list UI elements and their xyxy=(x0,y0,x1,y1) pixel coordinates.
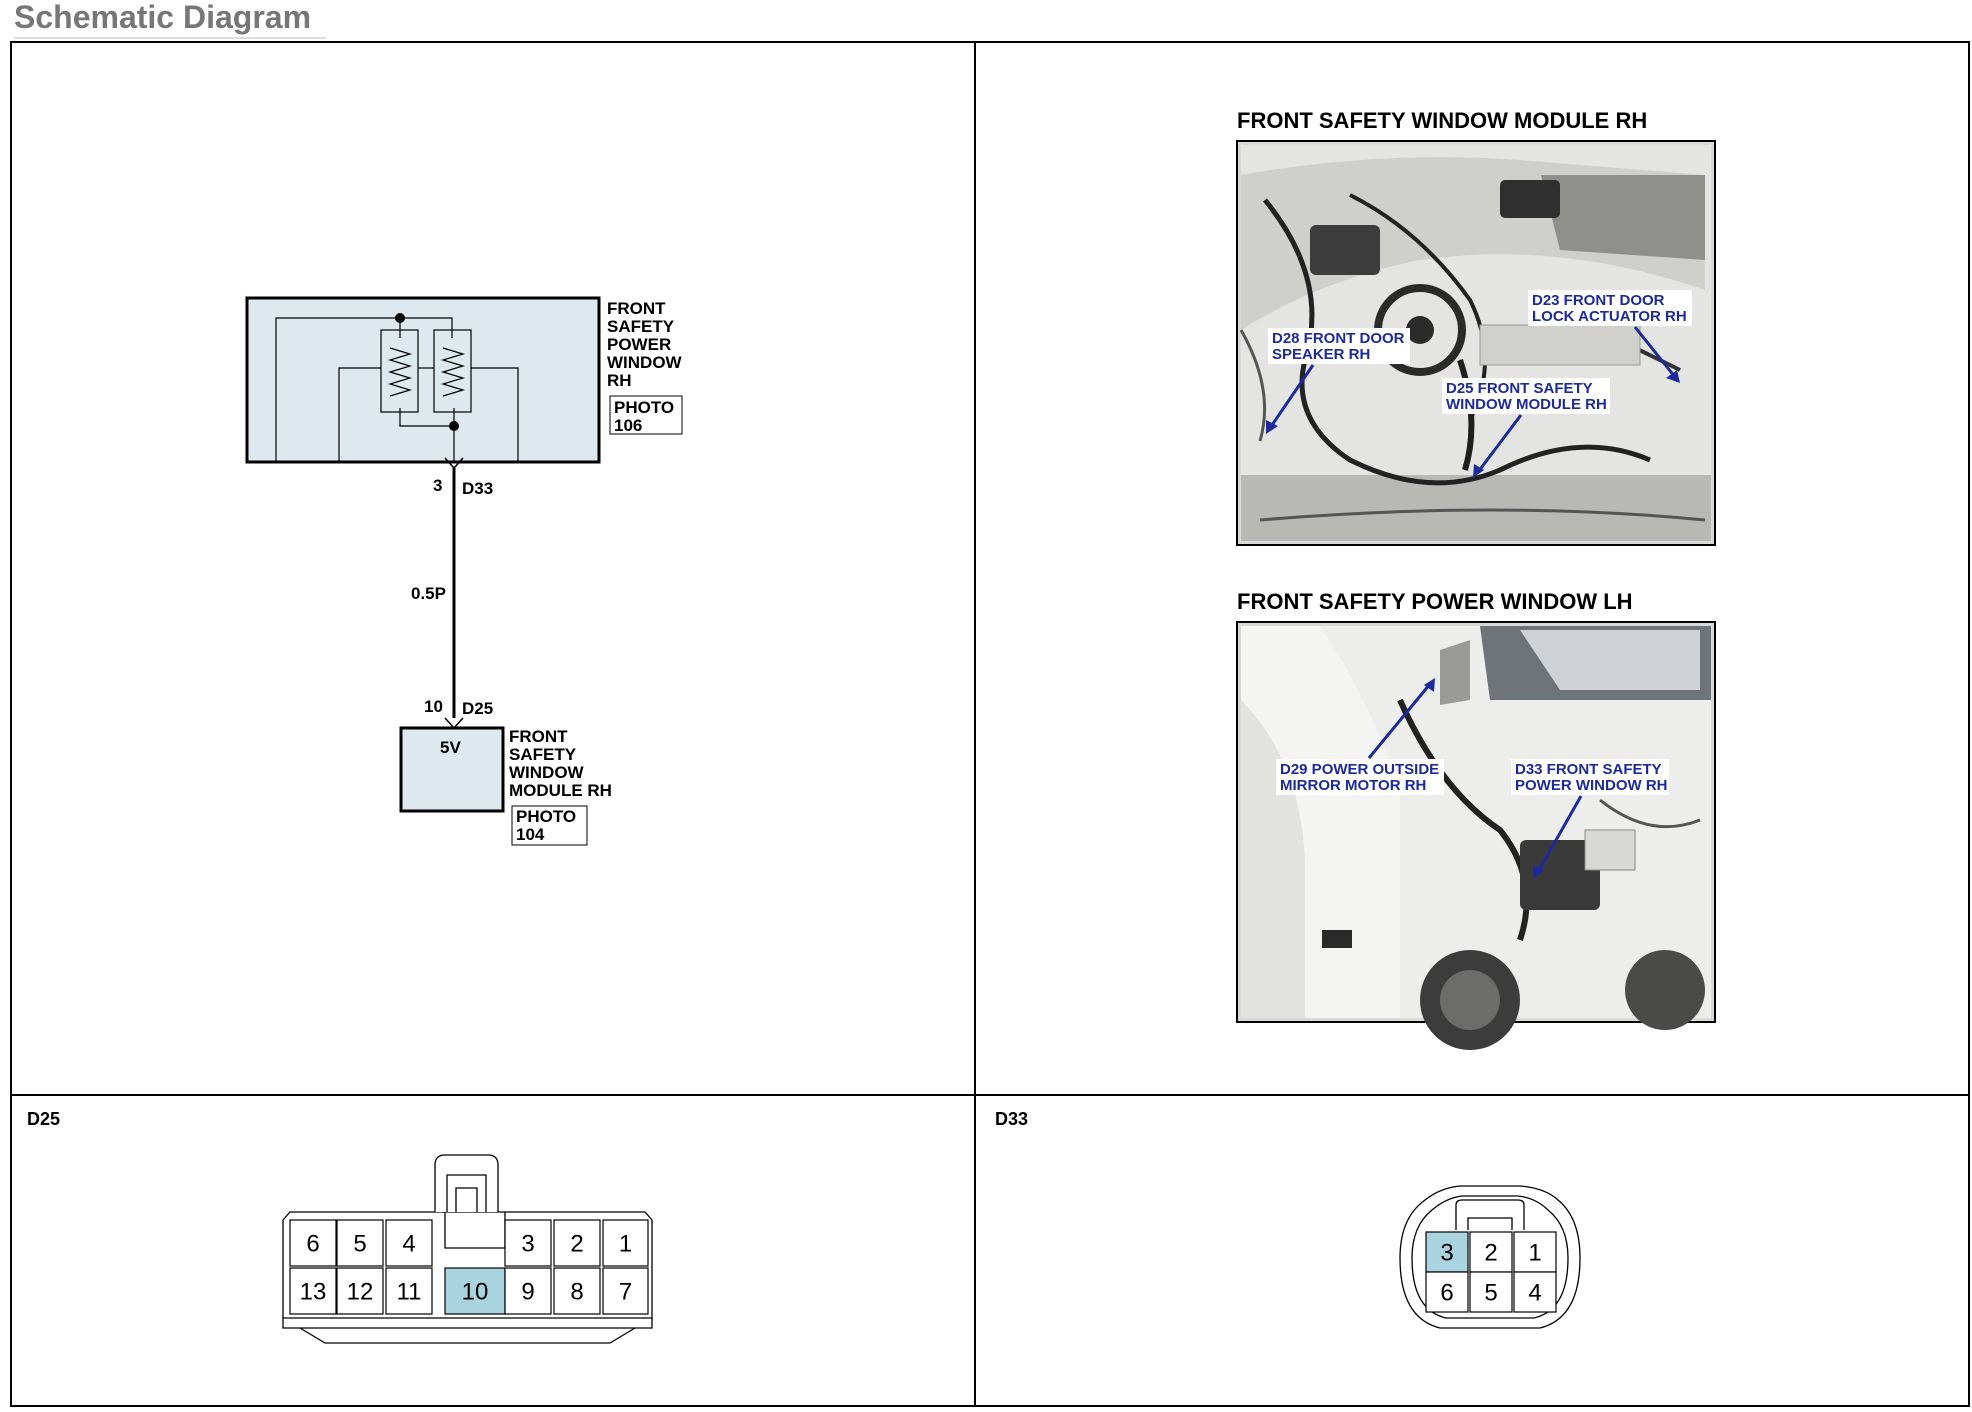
connector-d33-panel: D33 3 2 1 6 5 4 xyxy=(995,1109,1581,1329)
connector-d25-label: D25 xyxy=(27,1109,60,1129)
connector-pin-6: 6 xyxy=(1425,1271,1469,1313)
pin-number-label: 3 xyxy=(521,1231,534,1258)
connector-name-d33: D33 xyxy=(462,479,493,498)
pin-number-label: 6 xyxy=(1440,1280,1453,1307)
pin-number-label: 11 xyxy=(397,1279,422,1306)
connector-pin-12: 12 xyxy=(336,1267,384,1315)
photo-ref-box-lower xyxy=(511,805,588,846)
page-title: Schematic Diagram xyxy=(14,0,311,35)
connector-pin-5: 5 xyxy=(1469,1271,1513,1313)
connector-pin-6: 6 xyxy=(289,1219,337,1267)
connector-pin-1: 1 xyxy=(1513,1231,1557,1273)
connector-d25-panel: D25 6 5 4 3 2 1 13 12 11 10 9 8 7 xyxy=(27,1109,653,1344)
pin-number-label: 4 xyxy=(402,1231,415,1258)
annotation-d29: D29 POWER OUTSIDE MIRROR MOTOR RH xyxy=(1276,678,1444,795)
connector-pin-2: 2 xyxy=(553,1219,601,1267)
pin-number-d33: 3 xyxy=(433,476,442,495)
connector-name-d25: D25 xyxy=(462,699,493,718)
connector-pin-4: 4 xyxy=(385,1219,433,1267)
component-label-lower: FRONT SAFETY WINDOW MODULE RH xyxy=(509,727,612,800)
connector-pin-7: 7 xyxy=(602,1267,649,1315)
photo-ref-lower: PHOTO 104 xyxy=(516,807,581,844)
motor-coil-left xyxy=(380,329,419,413)
connector-pin-3: 3 xyxy=(1425,1231,1469,1273)
door-interior-photo-lh xyxy=(1241,626,1711,1050)
pin-number-label: 9 xyxy=(521,1279,534,1306)
pin-number-label: 10 xyxy=(462,1279,489,1306)
annotation-d23: D23 FRONT DOOR LOCK ACTUATOR RH xyxy=(1528,290,1692,383)
junction-dot-bottom xyxy=(449,421,459,431)
pin-number-label: 4 xyxy=(1528,1280,1541,1307)
window-module-component-box xyxy=(399,726,505,813)
motor-coil-right xyxy=(433,329,472,413)
connector-pin-2: 2 xyxy=(1469,1231,1513,1273)
connector-pin-3: 3 xyxy=(504,1219,552,1267)
pin-number-label: 6 xyxy=(306,1231,319,1258)
svg-text:D28 FRONT DOOR SPEAKER: D28 FRONT DOOR SPEAKER RH xyxy=(1272,330,1409,363)
pin-number-d25: 10 xyxy=(424,697,443,716)
pin-number-label: 13 xyxy=(300,1279,327,1306)
pin-number-label: 12 xyxy=(347,1279,374,1306)
pin-number-label: 5 xyxy=(353,1231,366,1258)
pin-number-label: 2 xyxy=(570,1231,583,1258)
svg-text:D23 FRONT DOOR LOCK AC: D23 FRONT DOOR LOCK ACTUATOR RH xyxy=(1532,292,1687,325)
pin-number-label: 8 xyxy=(570,1279,583,1306)
connector-pin-1: 1 xyxy=(602,1219,649,1267)
connector-pin-10: 10 xyxy=(444,1267,506,1315)
module-voltage-label: 5V xyxy=(440,738,461,757)
photo-title-power-window: FRONT SAFETY POWER WINDOW LH xyxy=(1237,589,1633,614)
photo-panel-power-window: FRONT SAFETY POWER WINDOW LH D29 POWER O… xyxy=(1236,589,1716,1050)
svg-text:D25 FRONT SAFETY WINDO: D25 FRONT SAFETY WINDOW MODULE RH xyxy=(1446,380,1607,413)
annotation-d33: D33 FRONT SAFETY POWER WINDOW RH xyxy=(1511,759,1669,879)
connector-pin-5: 5 xyxy=(336,1219,384,1267)
page-frame xyxy=(10,41,1970,1407)
connector-pin-9: 9 xyxy=(504,1267,552,1315)
component-label-upper: FRONT SAFETY POWER WINDOW RH xyxy=(607,299,686,390)
connector-pin-8: 8 xyxy=(553,1267,601,1315)
annotation-d28: D28 FRONT DOOR SPEAKER RH xyxy=(1266,328,1410,434)
pin-number-label: 2 xyxy=(1484,1240,1497,1267)
pin-number-label: 1 xyxy=(1528,1240,1541,1267)
svg-text:D33 FRONT SAFETY POWER: D33 FRONT SAFETY POWER WINDOW RH xyxy=(1515,761,1667,794)
photo-ref-box-upper xyxy=(609,395,683,435)
photo-panel-module-rh: FRONT SAFETY WINDOW MODULE RH D28 FRONT … xyxy=(1236,108,1716,546)
connector-pin-4: 4 xyxy=(1513,1271,1557,1313)
connector-pin-13: 13 xyxy=(289,1267,337,1315)
junction-dot-top xyxy=(395,313,405,323)
schematic-panel: FRONT SAFETY POWER WINDOW RH PHOTO 106 3… xyxy=(245,296,686,846)
svg-text:D29 POWER OUTSIDE MIRR: D29 POWER OUTSIDE MIRROR MOTOR RH xyxy=(1280,761,1443,794)
pin-number-label: 1 xyxy=(619,1231,632,1258)
connector-pin-11: 11 xyxy=(385,1267,433,1315)
photo-ref-upper: PHOTO 106 xyxy=(614,398,679,435)
pin-number-label: 3 xyxy=(1440,1240,1453,1267)
connector-d33-label: D33 xyxy=(995,1109,1028,1129)
photo-title-module-rh: FRONT SAFETY WINDOW MODULE RH xyxy=(1237,108,1647,133)
wire-spec-label: 0.5P xyxy=(411,584,446,603)
pin-number-label: 5 xyxy=(1484,1280,1497,1307)
annotation-d25: D25 FRONT SAFETY WINDOW MODULE RH xyxy=(1442,378,1610,478)
pin-number-label: 7 xyxy=(619,1279,632,1306)
power-window-component-box xyxy=(245,296,601,464)
